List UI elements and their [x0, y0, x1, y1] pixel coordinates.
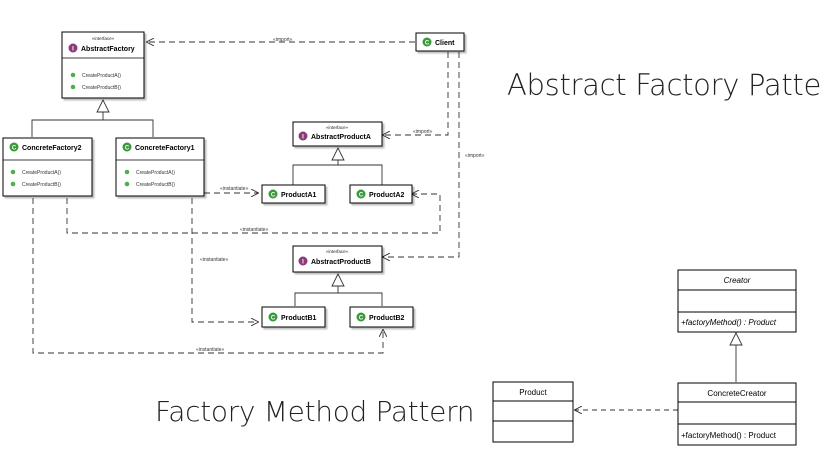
- concrete-creator-name: ConcreteCreator: [707, 389, 766, 398]
- method-icon: [124, 181, 130, 187]
- import-label-client-factory: «import»: [273, 37, 293, 43]
- abstract-factory-heading: Abstract Factory Pattern: [507, 68, 823, 102]
- client-name: Client: [435, 40, 455, 47]
- abstract-product-b-name: AbstractProductB: [311, 259, 371, 266]
- instantiate-label-cf2-b2: «instantiate»: [196, 347, 225, 353]
- import-label-client-product-b: «import»: [465, 153, 485, 159]
- abstract-factory-stereotype: «interface»: [92, 36, 115, 41]
- svg-text:C: C: [425, 41, 430, 47]
- instantiate-label-cf2-a2: «instantiate»: [240, 227, 269, 233]
- abstract-product-a-name: AbstractProductA: [311, 134, 371, 141]
- fm-connectors: [575, 331, 743, 410]
- product-b1-class: [261, 306, 326, 328]
- creator-operation: +factoryMethod() : Product: [681, 318, 777, 327]
- concrete-factory-2-name: ConcreteFactory2: [22, 145, 82, 152]
- abstract-product-a-stereotype: «interface»: [326, 125, 349, 130]
- svg-text:I: I: [302, 260, 304, 266]
- af-connector-labels: «import» «import» «import» «instantiate»…: [196, 37, 485, 353]
- instantiate-label-cf1-a1: «instantiate»: [220, 186, 249, 192]
- product-b2-class: [349, 306, 414, 328]
- concrete-creator-class: [677, 382, 797, 446]
- product-b2-name: ProductB2: [369, 315, 405, 322]
- factory-method-heading: Factory Method Pattern: [155, 395, 475, 428]
- product-a1-name: ProductA1: [281, 192, 317, 199]
- concrete-factory-1-method-a: CreateProductA(): [136, 170, 175, 176]
- class-icon: C: [9, 142, 19, 152]
- concrete-factory-2-method-b: CreateProductB(): [22, 182, 61, 188]
- concrete-creator-operation: +factoryMethod() : Product: [681, 431, 777, 440]
- creator-name: Creator: [724, 276, 751, 285]
- product-a1-class: [261, 184, 326, 204]
- interface-icon: I: [68, 43, 78, 53]
- instantiate-label-cf1-b1: «instantiate»: [200, 257, 229, 263]
- method-icon: [10, 181, 16, 187]
- class-icon: C: [422, 37, 432, 47]
- product-a2-class: [349, 184, 413, 204]
- method-icon: [70, 72, 76, 78]
- import-label-client-product-a: «import»: [413, 129, 433, 135]
- abstract-factory-method-b: CreateProductB(): [82, 85, 121, 91]
- abstract-product-b-stereotype: «interface»: [326, 249, 349, 254]
- method-icon: [124, 169, 130, 175]
- abstract-product-b-class: [292, 245, 383, 273]
- svg-text:C: C: [271, 316, 276, 322]
- abstract-factory-name: AbstractFactory: [81, 46, 135, 53]
- product-a2-name: ProductA2: [369, 192, 405, 199]
- method-icon: [10, 169, 16, 175]
- abstract-product-a-class: [292, 121, 383, 147]
- svg-text:C: C: [125, 146, 130, 152]
- product-name: Product: [519, 388, 547, 397]
- svg-text:C: C: [271, 193, 276, 199]
- svg-text:C: C: [359, 316, 364, 322]
- af-connectors: [31, 42, 460, 354]
- method-icon: [70, 84, 76, 90]
- class-icon: C: [356, 312, 366, 322]
- product-class: [492, 381, 574, 443]
- class-icon: C: [122, 142, 132, 152]
- svg-text:C: C: [359, 193, 364, 199]
- svg-text:I: I: [72, 47, 74, 53]
- svg-text:I: I: [302, 135, 304, 141]
- abstract-factory-class: [61, 31, 145, 99]
- creator-class: [677, 269, 797, 333]
- interface-icon: I: [298, 256, 308, 266]
- client-class: [415, 32, 465, 52]
- concrete-factory-1-name: ConcreteFactory1: [135, 145, 195, 152]
- class-icon: C: [268, 312, 278, 322]
- concrete-factory-2-method-a: CreateProductA(): [22, 170, 61, 176]
- interface-icon: I: [298, 131, 308, 141]
- product-b1-name: ProductB1: [281, 315, 317, 322]
- concrete-factory-1-method-b: CreateProductB(): [136, 182, 175, 188]
- class-icon: C: [356, 189, 366, 199]
- svg-text:C: C: [12, 146, 17, 152]
- abstract-factory-method-a: CreateProductA(): [82, 73, 121, 79]
- class-icon: C: [268, 189, 278, 199]
